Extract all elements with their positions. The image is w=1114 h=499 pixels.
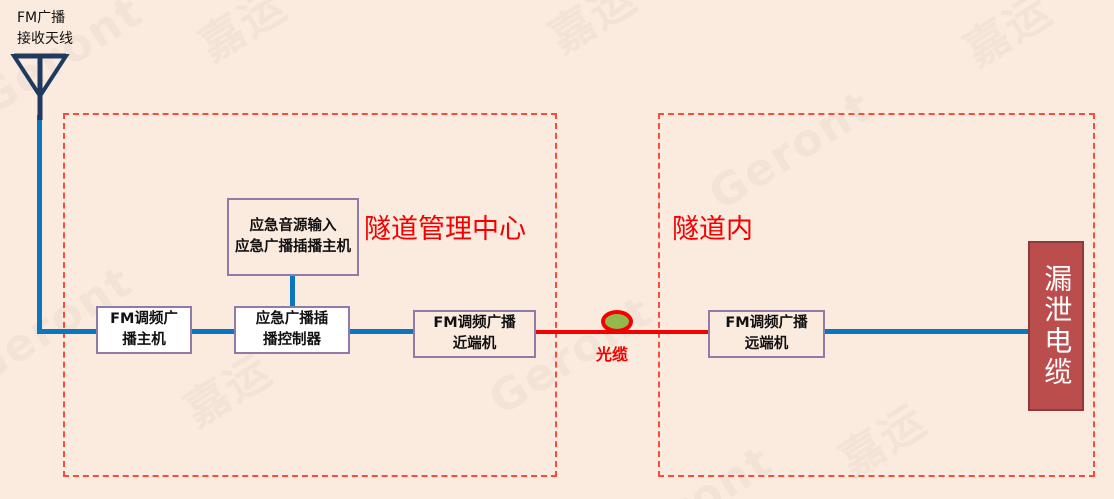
node-fm-near-end-line2: 近端机 xyxy=(452,336,497,352)
antenna-caption: FM广播 接收天线 xyxy=(17,8,73,50)
watermark-text: 嘉运 xyxy=(955,0,1061,77)
node-fm-far-end-unit[interactable]: FM调频广播 远端机 xyxy=(708,310,825,358)
node-fm-host-line1: FM调频广 xyxy=(110,311,178,328)
node-emergency-audio-source[interactable]: 应急音源输入 应急广播插播主机 xyxy=(227,198,359,276)
fiber-optic-label: 光缆 xyxy=(596,345,629,364)
antenna-icon xyxy=(10,53,70,120)
wire-antenna-to-bus xyxy=(37,115,42,334)
node-leaky-cable[interactable]: 漏泄电缆 xyxy=(1028,241,1084,411)
node-leaky-cable-label: 漏泄电缆 xyxy=(1040,264,1074,388)
zone-label-inside-tunnel: 隧道内 xyxy=(672,214,753,245)
watermark-text: 嘉运 xyxy=(190,0,296,72)
wire-far-end-to-leaky-cable xyxy=(823,329,1030,334)
zone-tunnel-control-center xyxy=(63,113,557,477)
node-emergency-source-line2: 应急广播插播主机 xyxy=(235,239,351,255)
node-emergency-ctrl-line1: 应急广播插 xyxy=(255,311,329,328)
wire-fm-host-to-emergency-ctrl xyxy=(190,329,235,334)
antenna-caption-line2: 接收天线 xyxy=(17,31,73,47)
fiber-optic-node-icon xyxy=(601,310,633,333)
watermark-text: 嘉运 xyxy=(540,0,646,64)
node-emergency-ctrl-line2: 播控制器 xyxy=(263,332,321,348)
antenna-caption-line1: FM广播 xyxy=(17,10,66,26)
wire-emergency-ctrl-to-near-end xyxy=(348,329,414,334)
wire-bus-to-fm-host xyxy=(37,329,99,334)
node-fm-host-line2: 播主机 xyxy=(122,332,166,348)
node-emergency-broadcast-controller[interactable]: 应急广播插 播控制器 xyxy=(234,306,350,354)
node-emergency-source-line1: 应急音源输入 xyxy=(249,218,337,235)
node-fm-host[interactable]: FM调频广 播主机 xyxy=(96,306,192,354)
wire-emergency-source-to-ctrl xyxy=(290,275,295,310)
node-fm-far-end-line2: 远端机 xyxy=(744,336,789,352)
node-fm-near-end-line1: FM调频广播 xyxy=(433,315,516,332)
node-fm-far-end-line1: FM调频广播 xyxy=(725,315,808,332)
zone-label-tunnel-control-center: 隧道管理中心 xyxy=(364,214,526,245)
zone-inside-tunnel xyxy=(658,113,1095,477)
node-fm-near-end-unit[interactable]: FM调频广播 近端机 xyxy=(413,310,536,358)
